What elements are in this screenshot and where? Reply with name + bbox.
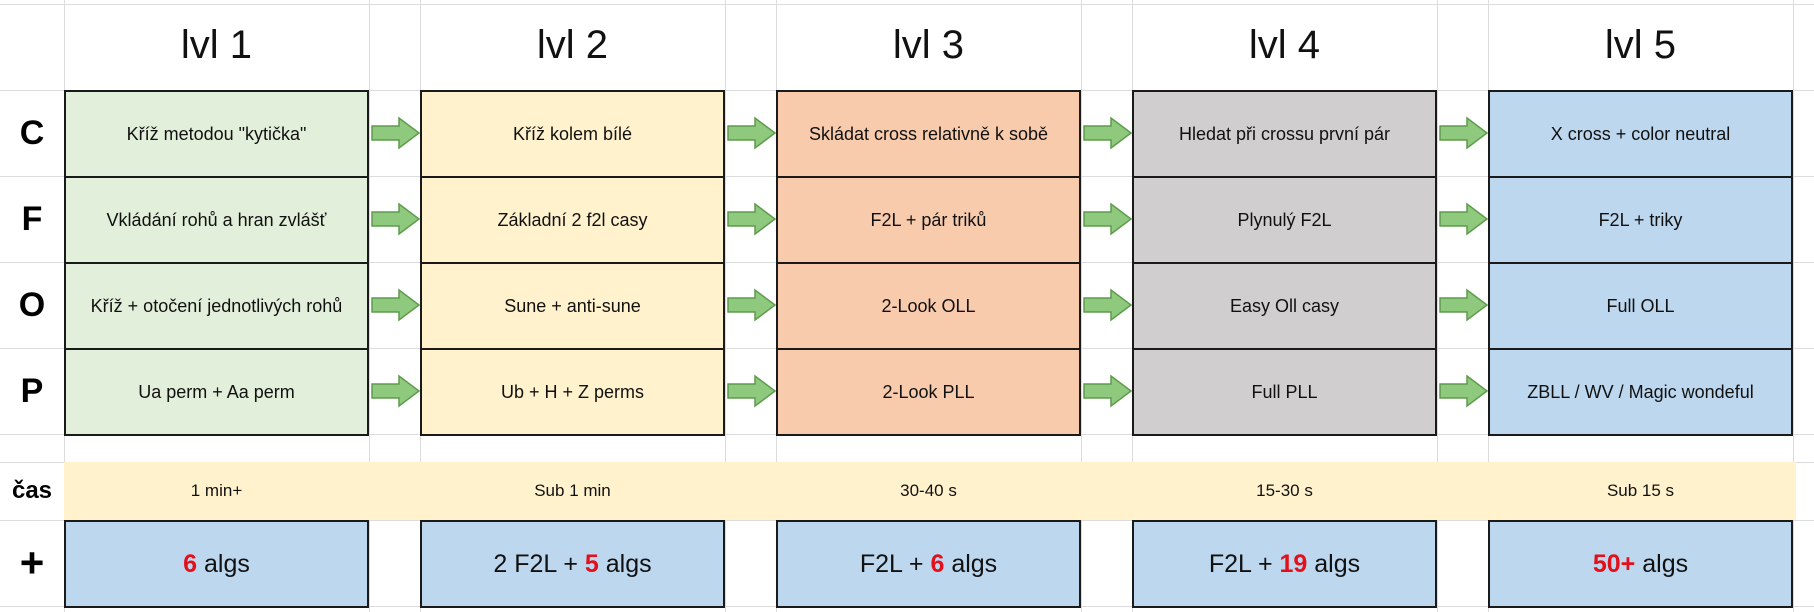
cell-pll-lvl5: ZBLL / WV / Magic wondeful: [1488, 348, 1793, 436]
row-label-time: čas: [11, 477, 53, 504]
cell-oll-lvl4: Easy Oll casy: [1132, 262, 1437, 350]
cell-pll-lvl4: Full PLL: [1132, 348, 1437, 436]
right-arrow-icon: [371, 374, 421, 408]
algs-lvl5: 50+ algs: [1488, 520, 1793, 608]
right-arrow-icon: [727, 116, 777, 150]
cell-cross-lvl3: Skládat cross relativně k sobě: [776, 90, 1081, 178]
right-arrow-icon: [1083, 116, 1133, 150]
row-label-algs: +: [19, 539, 45, 586]
level-header-4: lvl 4: [1248, 22, 1321, 67]
right-arrow-icon: [1083, 374, 1133, 408]
algs-lvl2: 2 F2L + 5 algs: [420, 520, 725, 608]
cell-pll-lvl1: Ua perm + Aa perm: [64, 348, 369, 436]
cell-oll-lvl5: Full OLL: [1488, 262, 1793, 350]
algs-suffix: algs: [1635, 549, 1689, 578]
cell-f2l-lvl3: F2L + pár triků: [776, 176, 1081, 264]
algs-count: 19: [1279, 549, 1308, 578]
right-arrow-icon: [1083, 202, 1133, 236]
right-arrow-icon: [727, 374, 777, 408]
right-arrow-icon: [727, 202, 777, 236]
algs-suffix: algs: [598, 549, 652, 578]
cell-oll-lvl3: 2-Look OLL: [776, 262, 1081, 350]
time-lvl1: 1 min+: [190, 481, 243, 500]
algs-count: 5: [584, 549, 599, 578]
gridline: [369, 0, 370, 612]
row-label-cross: C: [19, 113, 45, 152]
cell-f2l-lvl1: Vkládání rohů a hran zvlášť: [64, 176, 369, 264]
gridline: [1437, 0, 1438, 612]
right-arrow-icon: [1439, 374, 1489, 408]
cell-f2l-lvl5: F2L + triky: [1488, 176, 1793, 264]
right-arrow-icon: [1439, 116, 1489, 150]
level-header-5: lvl 5: [1604, 22, 1677, 67]
algs-lvl3: F2L + 6 algs: [776, 520, 1081, 608]
cell-f2l-lvl4: Plynulý F2L: [1132, 176, 1437, 264]
right-arrow-icon: [371, 116, 421, 150]
cell-cross-lvl2: Kříž kolem bílé: [420, 90, 725, 178]
cell-oll-lvl2: Sune + anti-sune: [420, 262, 725, 350]
cell-pll-lvl3: 2-Look PLL: [776, 348, 1081, 436]
algs-prefix: 2 F2L +: [493, 549, 585, 578]
algs-count: 6: [183, 549, 198, 578]
level-header-2: lvl 2: [536, 22, 609, 67]
cell-cross-lvl1: Kříž metodou "kytička": [64, 90, 369, 178]
gridline: [1793, 0, 1794, 612]
algs-prefix: F2L +: [1208, 549, 1280, 578]
algs-suffix: algs: [197, 549, 250, 578]
right-arrow-icon: [727, 288, 777, 322]
algs-lvl1: 6 algs: [64, 520, 369, 608]
time-lvl2: Sub 1 min: [534, 481, 611, 500]
row-label-oll: O: [18, 285, 46, 324]
time-lvl4: 15-30 s: [1256, 481, 1313, 500]
algs-count: 6: [930, 549, 945, 578]
cell-f2l-lvl2: Základní 2 f2l casy: [420, 176, 725, 264]
time-lvl3: 30-40 s: [900, 481, 957, 500]
row-label-f2l: F: [21, 199, 43, 238]
row-label-pll: P: [20, 371, 44, 410]
right-arrow-icon: [371, 288, 421, 322]
right-arrow-icon: [371, 202, 421, 236]
time-lvl5: Sub 15 s: [1606, 481, 1675, 500]
cell-pll-lvl2: Ub + H + Z perms: [420, 348, 725, 436]
level-header-1: lvl 1: [180, 22, 253, 67]
right-arrow-icon: [1439, 288, 1489, 322]
right-arrow-icon: [1439, 202, 1489, 236]
gridline: [0, 4, 1814, 5]
algs-count: 50+: [1592, 549, 1636, 578]
right-arrow-icon: [1083, 288, 1133, 322]
algs-suffix: algs: [944, 549, 998, 578]
cell-oll-lvl1: Kříž + otočení jednotlivých rohů: [64, 262, 369, 350]
algs-suffix: algs: [1307, 549, 1361, 578]
gridline: [725, 0, 726, 612]
algs-lvl4: F2L + 19 algs: [1132, 520, 1437, 608]
level-header-3: lvl 3: [892, 22, 965, 67]
cell-cross-lvl5: X cross + color neutral: [1488, 90, 1793, 178]
cell-cross-lvl4: Hledat při crossu první pár: [1132, 90, 1437, 178]
gridline: [1081, 0, 1082, 612]
time-band: [64, 462, 1796, 520]
algs-prefix: F2L +: [859, 549, 931, 578]
